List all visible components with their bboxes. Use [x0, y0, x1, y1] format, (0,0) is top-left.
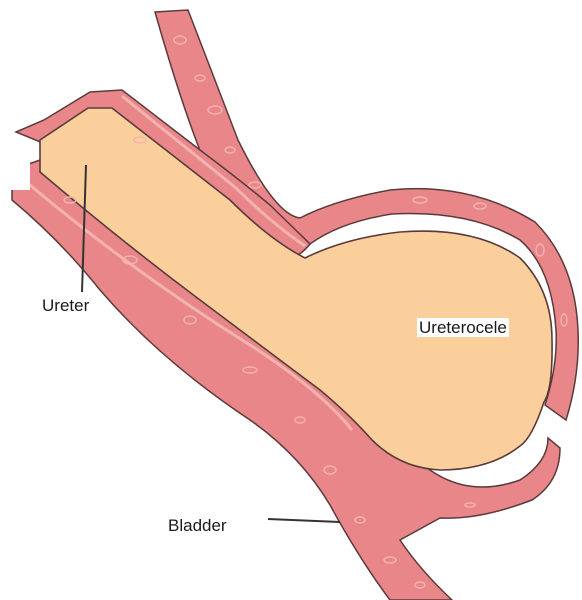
white-block-left: [0, 160, 30, 190]
bladder-leader-line: [268, 519, 340, 522]
bladder-label: Bladder: [168, 517, 227, 534]
white-block-top: [264, 68, 294, 122]
ureterocele-label: Ureterocele: [417, 318, 509, 337]
ureter-label: Ureter: [42, 297, 89, 314]
